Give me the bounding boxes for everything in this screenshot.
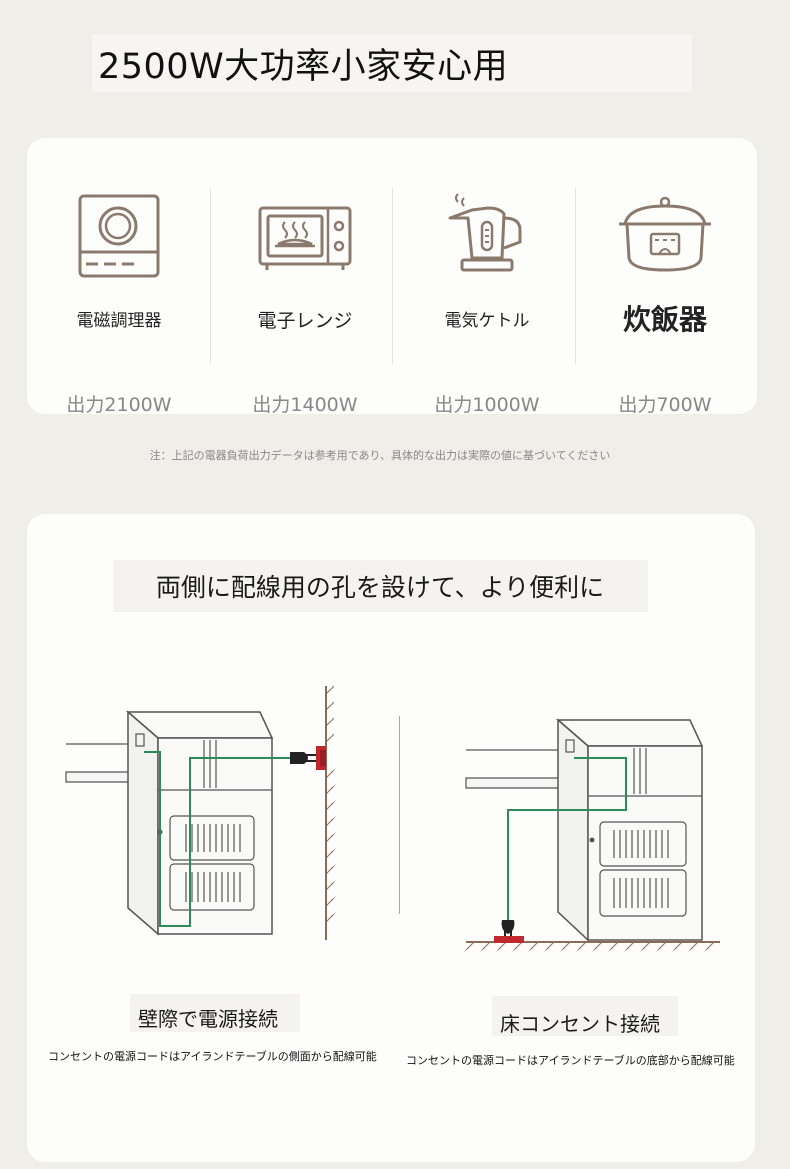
appliance-name: 電気ケトル (444, 311, 530, 331)
floor-connection-description: コンセントの電源コードはアイランドテーブルの底部から配線可能 (406, 1054, 735, 1067)
disclaimer-note: 注：上記の電器負荷出力データは参考用であり、具体的な出力は実際の値に基づいてくだ… (149, 449, 611, 462)
appliance-item-induction-cooker: 電磁調理器 出力2100W (29, 188, 209, 416)
appliance-power: 出力1000W (434, 394, 540, 416)
diagram-divider (399, 716, 400, 914)
appliance-item-electric-kettle: 電気ケトル 出力1000W (397, 188, 577, 416)
divider (575, 188, 576, 364)
appliance-name: 電磁調理器 (76, 311, 162, 331)
divider (392, 188, 393, 364)
divider (210, 188, 211, 364)
electric-kettle-icon (448, 193, 522, 272)
microwave-icon (258, 206, 352, 270)
appliance-item-rice-cooker: 炊飯器 出力700W (575, 188, 755, 416)
induction-cooker-icon (78, 194, 160, 278)
appliance-power: 出力700W (618, 394, 712, 416)
wall-connection-description: コンセントの電源コードはアイランドテーブルの側面から配線可能 (48, 1050, 377, 1063)
appliance-item-microwave: 電子レンジ 出力1400W (215, 188, 395, 416)
floor-connection-caption: 床コンセント接続 (500, 1012, 660, 1036)
rice-cooker-icon (619, 196, 711, 272)
wall-connection-diagram (65, 685, 335, 940)
appliance-name: 電子レンジ (257, 310, 353, 332)
appliance-power: 出力1400W (252, 394, 358, 416)
page-title: 2500W大功率小家安心用 (98, 47, 509, 87)
wall-connection-caption: 壁際で電源接続 (138, 1007, 278, 1031)
caption-band-left (130, 994, 300, 1032)
title-band (92, 34, 692, 92)
floor-connection-diagram (465, 718, 720, 951)
appliance-card: 電磁調理器 出力2100W 電子レンジ 出力1400W (27, 138, 757, 416)
caption-band-right (492, 996, 678, 1036)
appliance-power: 出力2100W (66, 394, 172, 416)
section-title: 両側に配線用の孔を設けて、より便利に (155, 573, 605, 602)
subtitle-band (113, 560, 648, 612)
appliance-name: 炊飯器 (622, 303, 707, 336)
